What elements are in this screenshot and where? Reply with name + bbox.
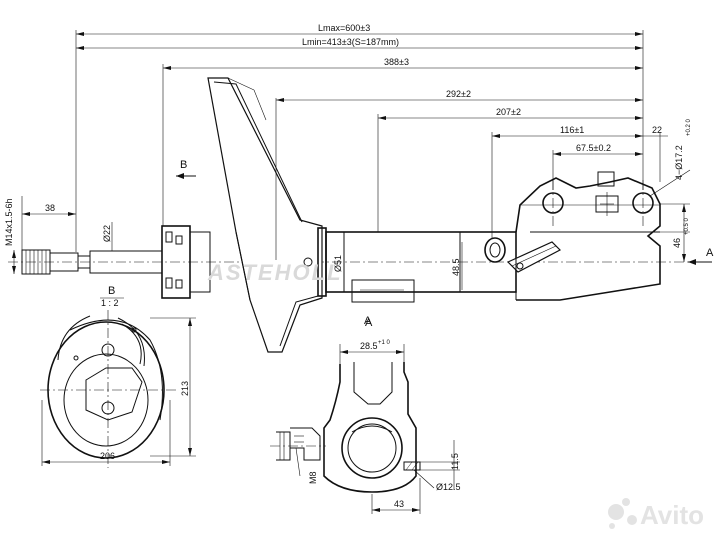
avito-logo: Avito xyxy=(608,498,704,530)
top-mount xyxy=(161,225,211,299)
svg-text:A: A xyxy=(365,317,373,329)
dim-28-5: 28.5 xyxy=(360,341,378,351)
arrow-a-marker: A xyxy=(688,247,714,265)
section-a: A 28.5 +1 0 11.5 Ø12.5 xyxy=(270,315,461,514)
avito-wordmark: Avito xyxy=(640,500,704,530)
dim-dia51: Ø51 xyxy=(333,255,343,272)
dim-116: 116±1 xyxy=(560,125,584,135)
view-b: B 1 : 2 206 213 xyxy=(40,285,196,468)
dim-28-5-tol: +1 0 xyxy=(378,340,391,346)
dim-m8: M8 xyxy=(308,471,318,484)
dim-48-5: 48.5 xyxy=(451,258,461,276)
hose-bracket xyxy=(484,237,562,273)
dim-46: 46 xyxy=(672,238,682,248)
dim-67-5: 67.5±0.2 xyxy=(576,143,611,153)
spring-seat xyxy=(207,77,323,353)
dim-dia22: Ø22 xyxy=(102,225,112,242)
dim-38: 38 xyxy=(45,203,55,213)
dim-206: 206 xyxy=(100,451,115,461)
main-dimensions xyxy=(12,30,691,292)
dim-22: 22 xyxy=(652,125,662,135)
svg-text:B: B xyxy=(180,159,187,171)
dim-213: 213 xyxy=(180,381,190,396)
dim-11-5: 11.5 xyxy=(450,453,460,470)
dim-292: 292±2 xyxy=(446,89,471,99)
section-a-label: A xyxy=(364,315,372,327)
svg-text:A: A xyxy=(706,247,714,259)
dim-thread: M14x1.5-6h xyxy=(4,198,14,246)
view-a-marker: A xyxy=(360,301,380,329)
dim-dia12-5: Ø12.5 xyxy=(436,482,461,492)
brand-watermark: ASTEHOLL xyxy=(207,260,343,285)
dim-46-tol: +0.5 0 xyxy=(684,217,690,235)
dim-lmin: Lmin=413±3(S=187mm) xyxy=(302,37,399,47)
dim-43: 43 xyxy=(394,499,404,509)
dim-hole-tol: +0.2 0 xyxy=(686,118,692,136)
scale-label: 1 : 2 xyxy=(101,298,119,308)
view-b-marker: B xyxy=(176,159,196,179)
dim-388: 388±3 xyxy=(384,57,409,67)
section-b-label: B xyxy=(108,285,115,297)
dim-lmax: Lmax=600±3 xyxy=(318,23,370,33)
knuckle-bracket xyxy=(515,171,661,301)
piston-rod xyxy=(21,249,163,275)
dim-207: 207±2 xyxy=(496,107,521,117)
dim-hole: 4−Ø17.2 xyxy=(674,145,684,180)
